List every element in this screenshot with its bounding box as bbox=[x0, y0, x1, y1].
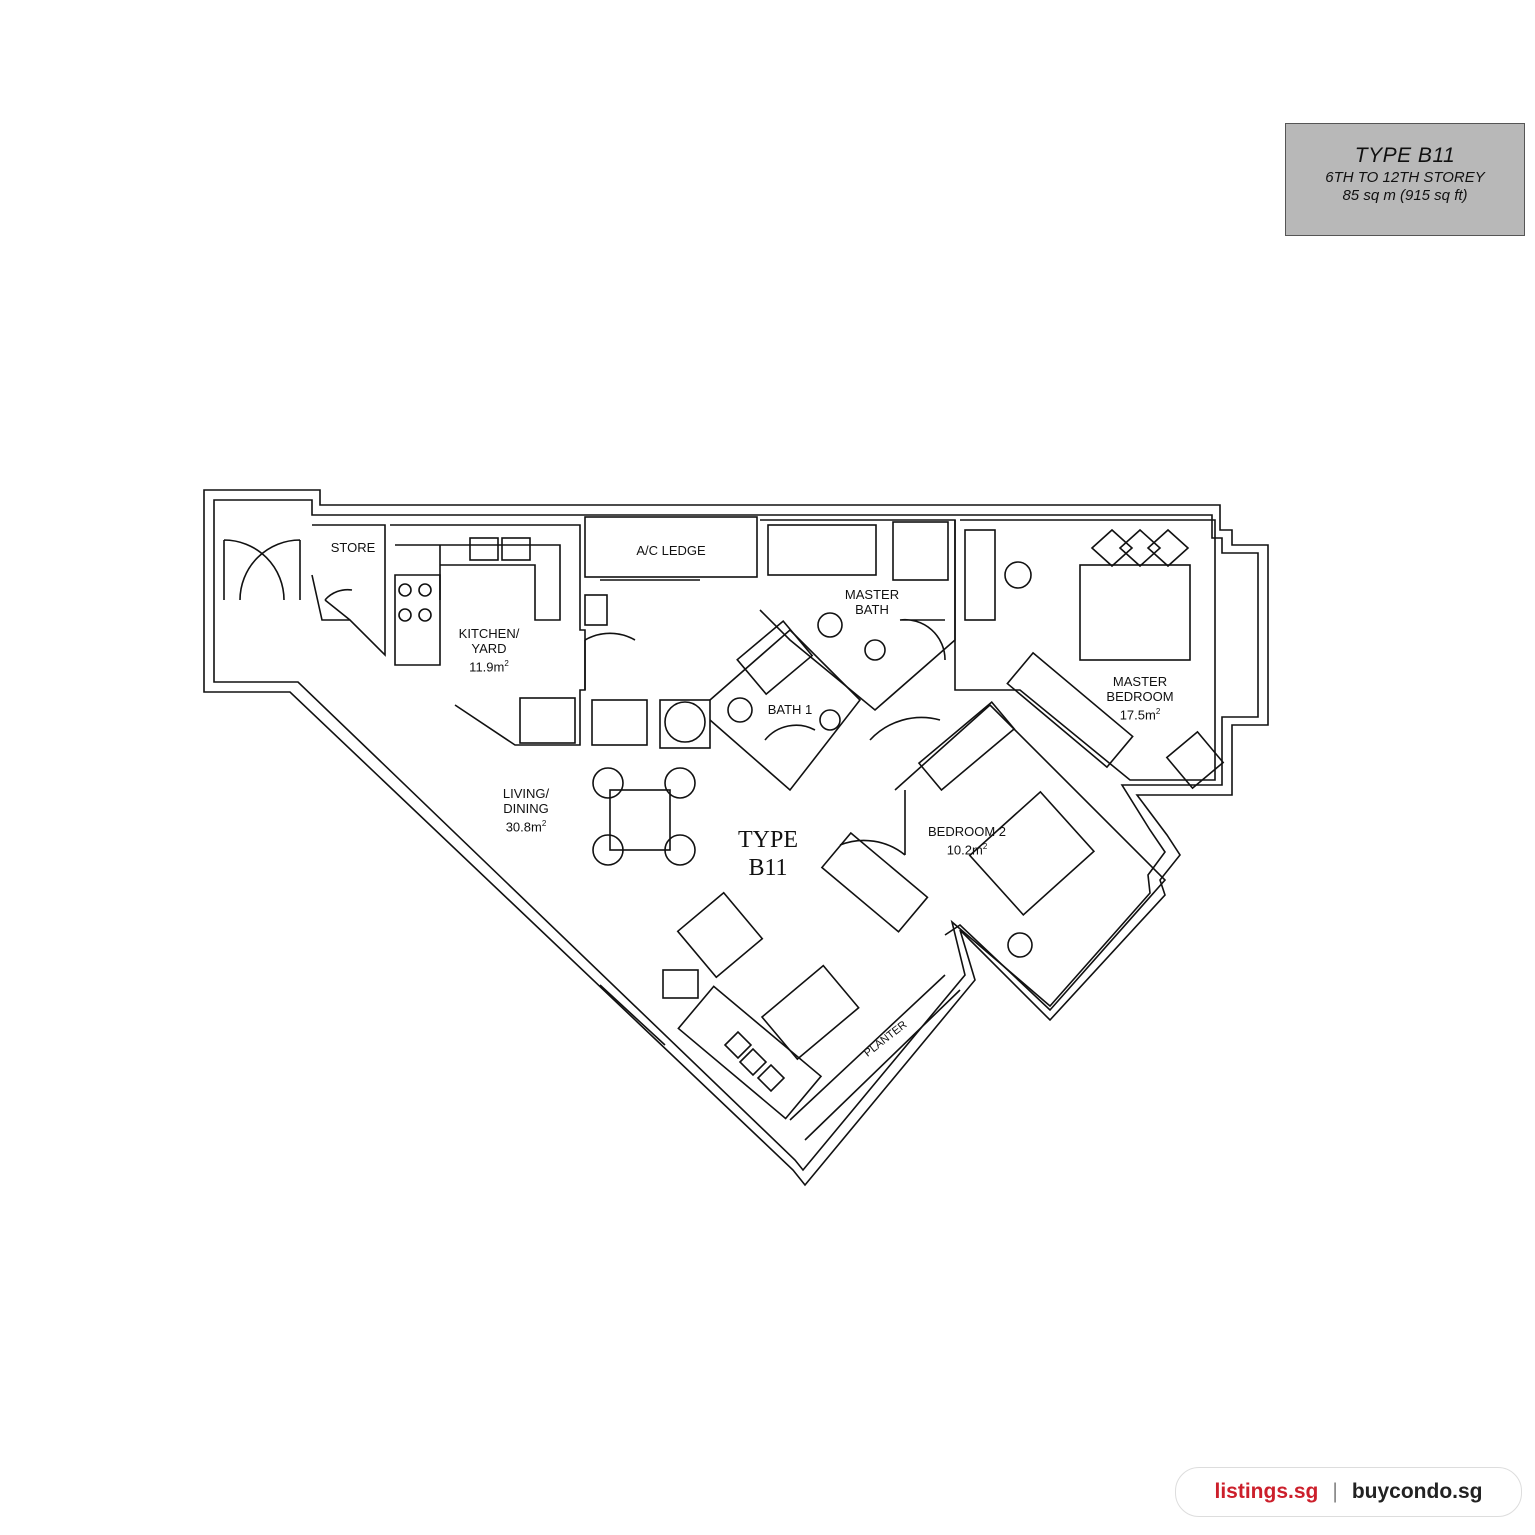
label-bedroom2: BEDROOM 2 10.2m2 bbox=[928, 824, 1006, 857]
watermark-site-1[interactable]: listings.sg bbox=[1214, 1480, 1319, 1503]
entrance-door bbox=[223, 539, 301, 601]
watermark-site-2[interactable]: buycondo.sg bbox=[1351, 1480, 1483, 1503]
unit-type-line1: TYPE bbox=[738, 827, 798, 853]
dining-chair-4 bbox=[664, 834, 696, 866]
outer-wall-inner bbox=[213, 499, 1259, 1172]
dining-table bbox=[609, 789, 671, 851]
master-bath-basin bbox=[817, 612, 843, 638]
coffee-table bbox=[760, 964, 860, 1061]
label-bath1: BATH 1 bbox=[768, 702, 813, 717]
bedroom2-bed bbox=[968, 790, 1096, 916]
fridge bbox=[519, 697, 576, 744]
kitchen-counter bbox=[395, 544, 561, 621]
living-window bbox=[599, 984, 666, 1046]
study-desk bbox=[964, 529, 996, 621]
label-ac-ledge: A/C LEDGE bbox=[636, 543, 705, 558]
master-bedroom-name: MASTER bbox=[1112, 674, 1168, 689]
hob bbox=[394, 574, 441, 666]
store-wall bbox=[311, 524, 386, 657]
label-living-dining: LIVING/ DINING 30.8m2 bbox=[503, 786, 549, 834]
master-bedroom-wall bbox=[954, 519, 1216, 781]
label-store: STORE bbox=[331, 540, 376, 555]
bedroom2-door bbox=[839, 790, 906, 856]
wardrobe-b2 bbox=[917, 700, 1016, 792]
watermark-badge: listings.sg | buycondo.sg bbox=[1175, 1467, 1522, 1517]
shower bbox=[892, 521, 949, 581]
storey-range: 6TH TO 12TH STOREY bbox=[1325, 169, 1485, 186]
watermark-separator: | bbox=[1332, 1480, 1338, 1503]
master-bedroom-name-2: BEDROOM bbox=[1106, 689, 1174, 704]
unit-type-title: TYPE B11 bbox=[1354, 144, 1456, 167]
bedroom2-chair bbox=[1007, 932, 1033, 958]
master-bath-name: MASTER bbox=[844, 587, 900, 602]
ac-ledge-name: A/C LEDGE bbox=[636, 543, 706, 558]
bath1-shower bbox=[736, 619, 814, 696]
unit-info-box: TYPE B11 6TH TO 12TH STOREY 85 sq m (915… bbox=[1285, 123, 1525, 236]
living-name-2: DINING bbox=[503, 801, 549, 816]
label-kitchen: KITCHEN/ YARD 11.9m2 bbox=[459, 626, 520, 674]
ac-ledge-rect bbox=[584, 516, 758, 578]
bath1-wc bbox=[819, 709, 841, 731]
shaft bbox=[584, 594, 608, 626]
kitchen-sink-2 bbox=[501, 537, 531, 561]
master-bath-wc bbox=[864, 639, 886, 661]
mb-door bbox=[869, 716, 941, 741]
kitchen-name-2: YARD bbox=[471, 641, 507, 656]
pillows bbox=[1090, 528, 1190, 568]
outer-wall bbox=[203, 489, 1269, 1187]
hob-burner-2 bbox=[418, 583, 432, 597]
hob-burner-1 bbox=[398, 583, 412, 597]
unit-area: 85 sq m (915 sq ft) bbox=[1342, 187, 1468, 204]
master-bed bbox=[1079, 564, 1191, 661]
store-door bbox=[324, 588, 353, 621]
bathtub bbox=[767, 524, 877, 576]
bedroom2-wall bbox=[894, 703, 1167, 1012]
living-area: 30.8m2 bbox=[505, 819, 547, 835]
kitchen-sink-1 bbox=[469, 537, 499, 561]
cushions bbox=[723, 1030, 786, 1093]
label-master-bath: MASTER BATH bbox=[845, 587, 899, 617]
master-bedroom-area: 17.5m2 bbox=[1119, 707, 1161, 723]
label-master-bedroom: MASTER BEDROOM 17.5m2 bbox=[1106, 674, 1173, 722]
bedroom2-area: 10.2m2 bbox=[946, 842, 988, 858]
bath1-basin bbox=[727, 697, 753, 723]
planter-strip bbox=[789, 974, 961, 1141]
dining-chair-2 bbox=[664, 767, 696, 799]
living-name: LIVING/ bbox=[502, 786, 550, 801]
dining-chair-3 bbox=[592, 834, 624, 866]
bedroom2-name: BEDROOM 2 bbox=[927, 824, 1007, 839]
kitchen-name: KITCHEN/ bbox=[458, 626, 520, 641]
side-table bbox=[662, 969, 699, 999]
bath1-door bbox=[764, 724, 816, 741]
tv-console bbox=[820, 831, 929, 933]
master-bath-door bbox=[899, 618, 946, 661]
store-name: STORE bbox=[330, 540, 376, 555]
ac-unit-mb bbox=[1165, 730, 1225, 790]
master-bath-name-2: BATH bbox=[855, 602, 889, 617]
hob-burner-3 bbox=[398, 608, 412, 622]
dryer-box bbox=[659, 699, 711, 749]
dryer bbox=[664, 701, 706, 743]
wardrobe-mb bbox=[1006, 651, 1134, 769]
bath1-wall bbox=[709, 628, 862, 792]
bath1-name: BATH 1 bbox=[767, 702, 813, 717]
sofa bbox=[677, 985, 823, 1120]
hob-burner-4 bbox=[418, 608, 432, 622]
washer bbox=[591, 699, 648, 746]
unit-type-centre-label: TYPE B11 bbox=[738, 826, 798, 882]
kitchen-door bbox=[584, 632, 636, 690]
dining-chair-1 bbox=[592, 767, 624, 799]
armchair bbox=[676, 891, 764, 979]
study-chair bbox=[1004, 561, 1032, 589]
unit-type-line2: B11 bbox=[748, 855, 788, 881]
kitchen-area: 11.9m2 bbox=[469, 659, 509, 675]
